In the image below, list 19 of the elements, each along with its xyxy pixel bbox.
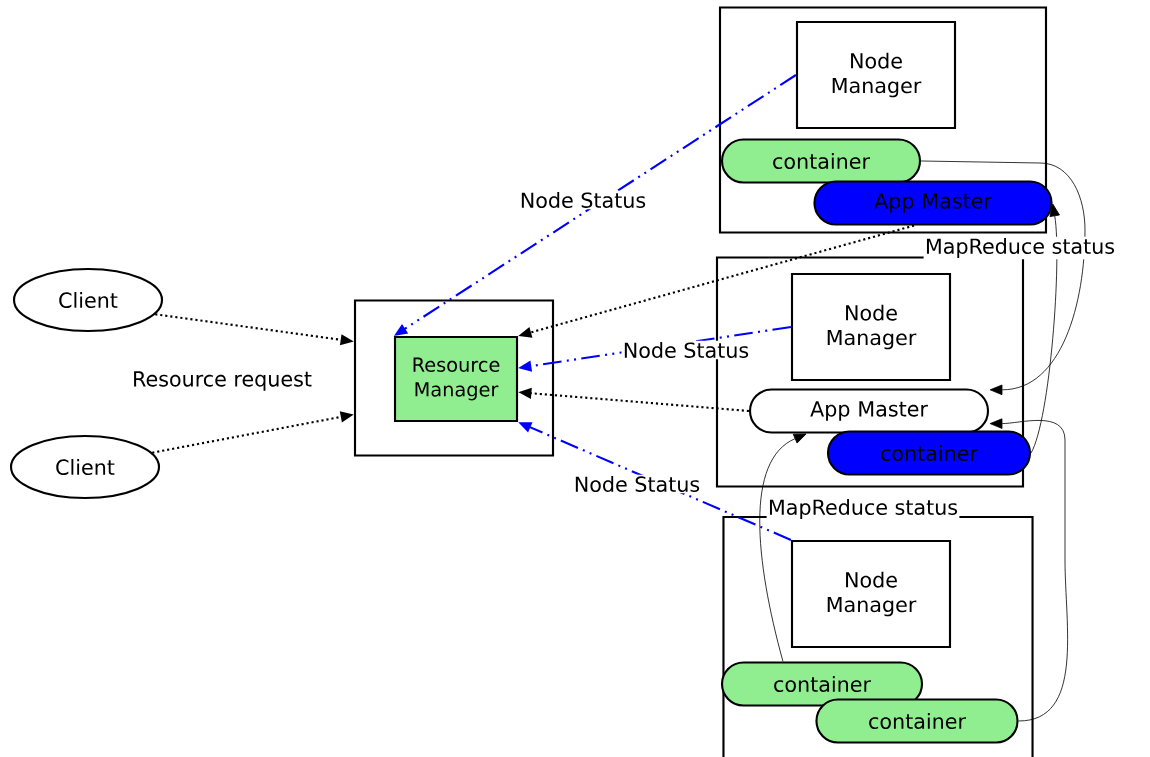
resource-manager-box: Resource Manager: [393, 335, 519, 423]
node-manager-box: Node Manager: [790, 539, 952, 649]
edge-label: MapReduce status: [766, 497, 960, 521]
arrow: [989, 418, 1068, 722]
container-pill: container: [826, 430, 1032, 476]
container-pill: container: [720, 138, 922, 184]
container-pill: container: [815, 698, 1019, 744]
app-master-pill: App Master: [813, 180, 1053, 226]
edge-label: Node Status: [621, 340, 751, 360]
edge-label: Node Status: [518, 190, 648, 210]
arrow: [1030, 203, 1060, 454]
arrow: [759, 433, 807, 662]
app-master-pill: App Master: [748, 388, 990, 434]
edge-label: Node Status: [572, 474, 702, 494]
arrow: [920, 160, 1086, 396]
node-manager-box: Node Manager: [795, 20, 957, 130]
node-manager-box: Node Manager: [790, 272, 952, 382]
edge-label: Resource request: [130, 370, 314, 392]
edge-label: MapReduce status: [923, 236, 1117, 260]
